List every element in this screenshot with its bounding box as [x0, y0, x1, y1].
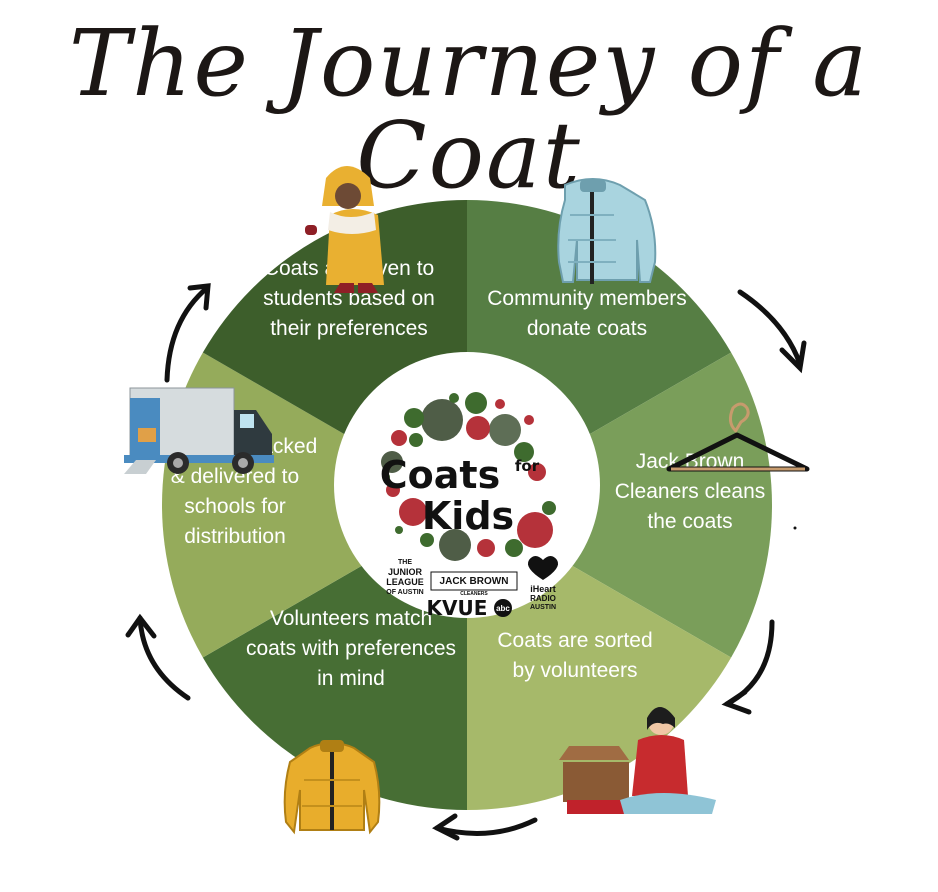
delivery-truck-icon [124, 387, 274, 474]
arrow-3-head [432, 813, 460, 841]
step-label-line: students based on [263, 287, 435, 310]
arrow-1 [737, 289, 803, 367]
arrow-4 [137, 615, 191, 701]
cycle-segment-2 [467, 352, 772, 658]
step-label-line: by volunteers [513, 659, 638, 682]
svg-text:iHeart: iHeart [530, 584, 556, 594]
svg-text:CLEANERS: CLEANERS [460, 591, 488, 597]
svg-text:THE: THE [398, 559, 412, 566]
child-in-coat-icon [305, 166, 384, 293]
iheart-radio-logo: iHeart RADIO AUSTIN [527, 556, 559, 611]
logo-for: for [515, 457, 540, 475]
junior-league-logo: THE JUNIOR LEAGUE OF AUSTIN [386, 559, 424, 596]
step-label-line: Cleaners cleans [615, 480, 766, 503]
step-label-line: schools for [184, 495, 286, 518]
arrow-2-head [721, 689, 752, 715]
svg-text:RADIO: RADIO [530, 594, 556, 603]
step-label-4: Volunteers match coats with preferences in… [246, 607, 456, 690]
puffer-jacket-yellow-icon [283, 740, 381, 835]
puffer-jacket-blue-icon [557, 178, 657, 284]
svg-text:abc: abc [496, 604, 510, 613]
page-title: The Journey of a Coat [68, 10, 870, 209]
svg-text:OF AUSTIN: OF AUSTIN [386, 589, 423, 596]
step-label-line: donate coats [527, 317, 647, 340]
arrow-5 [164, 285, 210, 383]
step-label-line: the coats [647, 510, 732, 533]
arrow-3 [434, 817, 538, 836]
svg-text:JACK BROWN: JACK BROWN [440, 576, 509, 587]
step-label-line: Volunteers match [270, 607, 432, 630]
cycle-arrows [125, 283, 807, 841]
step-label-line: & delivered to [171, 465, 299, 488]
svg-text:KVUE: KVUE [427, 596, 488, 620]
step-label-line: in mind [317, 667, 385, 690]
svg-text:AUSTIN: AUSTIN [530, 604, 556, 611]
step-label-1: Community members donate coats [487, 287, 687, 340]
volunteer-sorting-icon [559, 707, 716, 814]
step-label-line: their preferences [270, 317, 428, 340]
step-label-3: Coats are sorted by volunteers [497, 629, 652, 682]
kvue-abc-logo: KVUE abc [427, 596, 512, 620]
logo-bubbles [381, 392, 556, 561]
arrow-4-head [125, 613, 157, 639]
coat-hanger-icon [666, 402, 810, 472]
step-label-line: Community members [487, 287, 687, 310]
arrow-5-head [187, 283, 211, 311]
step-label-line: Coats are sorted [497, 629, 652, 652]
step-label-line: distribution [184, 525, 286, 548]
arrow-1-head [779, 340, 807, 374]
step-label-line: coats with preferences [246, 637, 456, 660]
logo-kids: Kids [422, 494, 514, 538]
svg-text:LEAGUE: LEAGUE [386, 577, 424, 587]
svg-text:JUNIOR: JUNIOR [388, 567, 423, 577]
jack-brown-logo: JACK BROWN CLEANERS [430, 571, 518, 597]
logo-coats: Coats [380, 453, 500, 497]
